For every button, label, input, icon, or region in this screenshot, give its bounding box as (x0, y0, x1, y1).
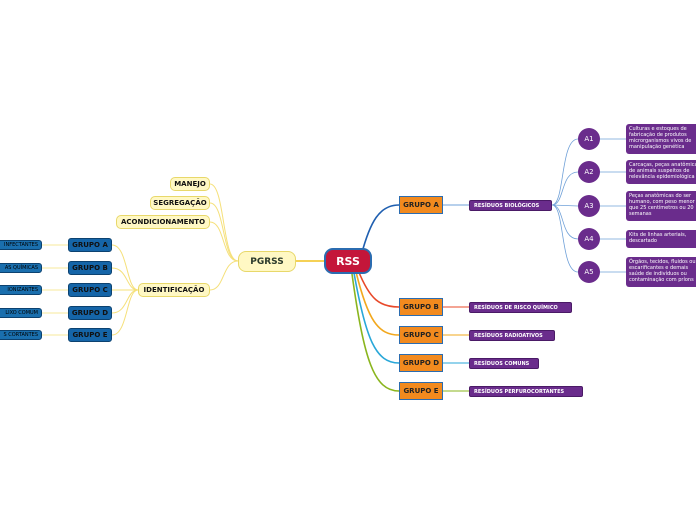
left-leaf-d[interactable]: LIXO COMUM (0, 308, 42, 318)
pgrss-node[interactable]: PGRSS (238, 251, 296, 272)
subgroup-a1[interactable]: A1 (578, 128, 600, 150)
subgroup-a3[interactable]: A3 (578, 195, 600, 217)
residuos-biologicos[interactable]: RESÍDUOS BIOLÓGICOS (469, 200, 552, 211)
residuos-radioativos[interactable]: RESÍDUOS RADIOATIVOS (469, 330, 555, 341)
left-leaf-e[interactable]: S CORTANTES (0, 330, 42, 340)
residuos-perfurocortantes[interactable]: RESÍDUOS PERFUROCORTANTES (469, 386, 583, 397)
left-group-b[interactable]: GRUPO B (68, 261, 112, 275)
right-group-e[interactable]: GRUPO E (399, 382, 443, 400)
residuos-risco-quimico[interactable]: RESÍDUOS DE RISCO QUÍMICO (469, 302, 572, 313)
left-leaf-a[interactable]: INFECTANTES (0, 240, 42, 250)
identificacao-node[interactable]: IDENTIFICAÇÃO (138, 283, 210, 297)
subgroup-a5-text: Órgãos, tecidos, fluidos ou escarificant… (626, 257, 696, 287)
right-group-c[interactable]: GRUPO C (399, 326, 443, 344)
subgroup-a2-text: Carcaças, peças anatômicas de animais su… (626, 160, 696, 184)
left-group-a[interactable]: GRUPO A (68, 238, 112, 252)
right-group-d[interactable]: GRUPO D (399, 354, 443, 372)
subgroup-a1-text: Culturas e estoques de fabricação de pro… (626, 124, 696, 154)
acondicionamento-node[interactable]: ACONDICIONAMENTO (116, 215, 210, 229)
left-group-e[interactable]: GRUPO E (68, 328, 112, 342)
residuos-comuns[interactable]: RESÍDUOS COMUNS (469, 358, 539, 369)
subgroup-a5[interactable]: A5 (578, 261, 600, 283)
manejo-node[interactable]: MANEJO (170, 177, 210, 191)
left-group-d[interactable]: GRUPO D (68, 306, 112, 320)
left-leaf-c[interactable]: IONIZANTES (0, 285, 42, 295)
segregacao-node[interactable]: SEGREGAÇÃO (150, 196, 210, 210)
left-leaf-b[interactable]: AS QUÍMICAS (0, 263, 42, 273)
right-group-b[interactable]: GRUPO B (399, 298, 443, 316)
subgroup-a4[interactable]: A4 (578, 228, 600, 250)
root-node[interactable]: RSS (324, 248, 372, 274)
right-group-a[interactable]: GRUPO A (399, 196, 443, 214)
subgroup-a4-text: Kits de linhas arteriais, descartado (626, 230, 696, 248)
subgroup-a2[interactable]: A2 (578, 161, 600, 183)
left-group-c[interactable]: GRUPO C (68, 283, 112, 297)
subgroup-a3-text: Peças anatômicas do ser humano, com peso… (626, 191, 696, 221)
